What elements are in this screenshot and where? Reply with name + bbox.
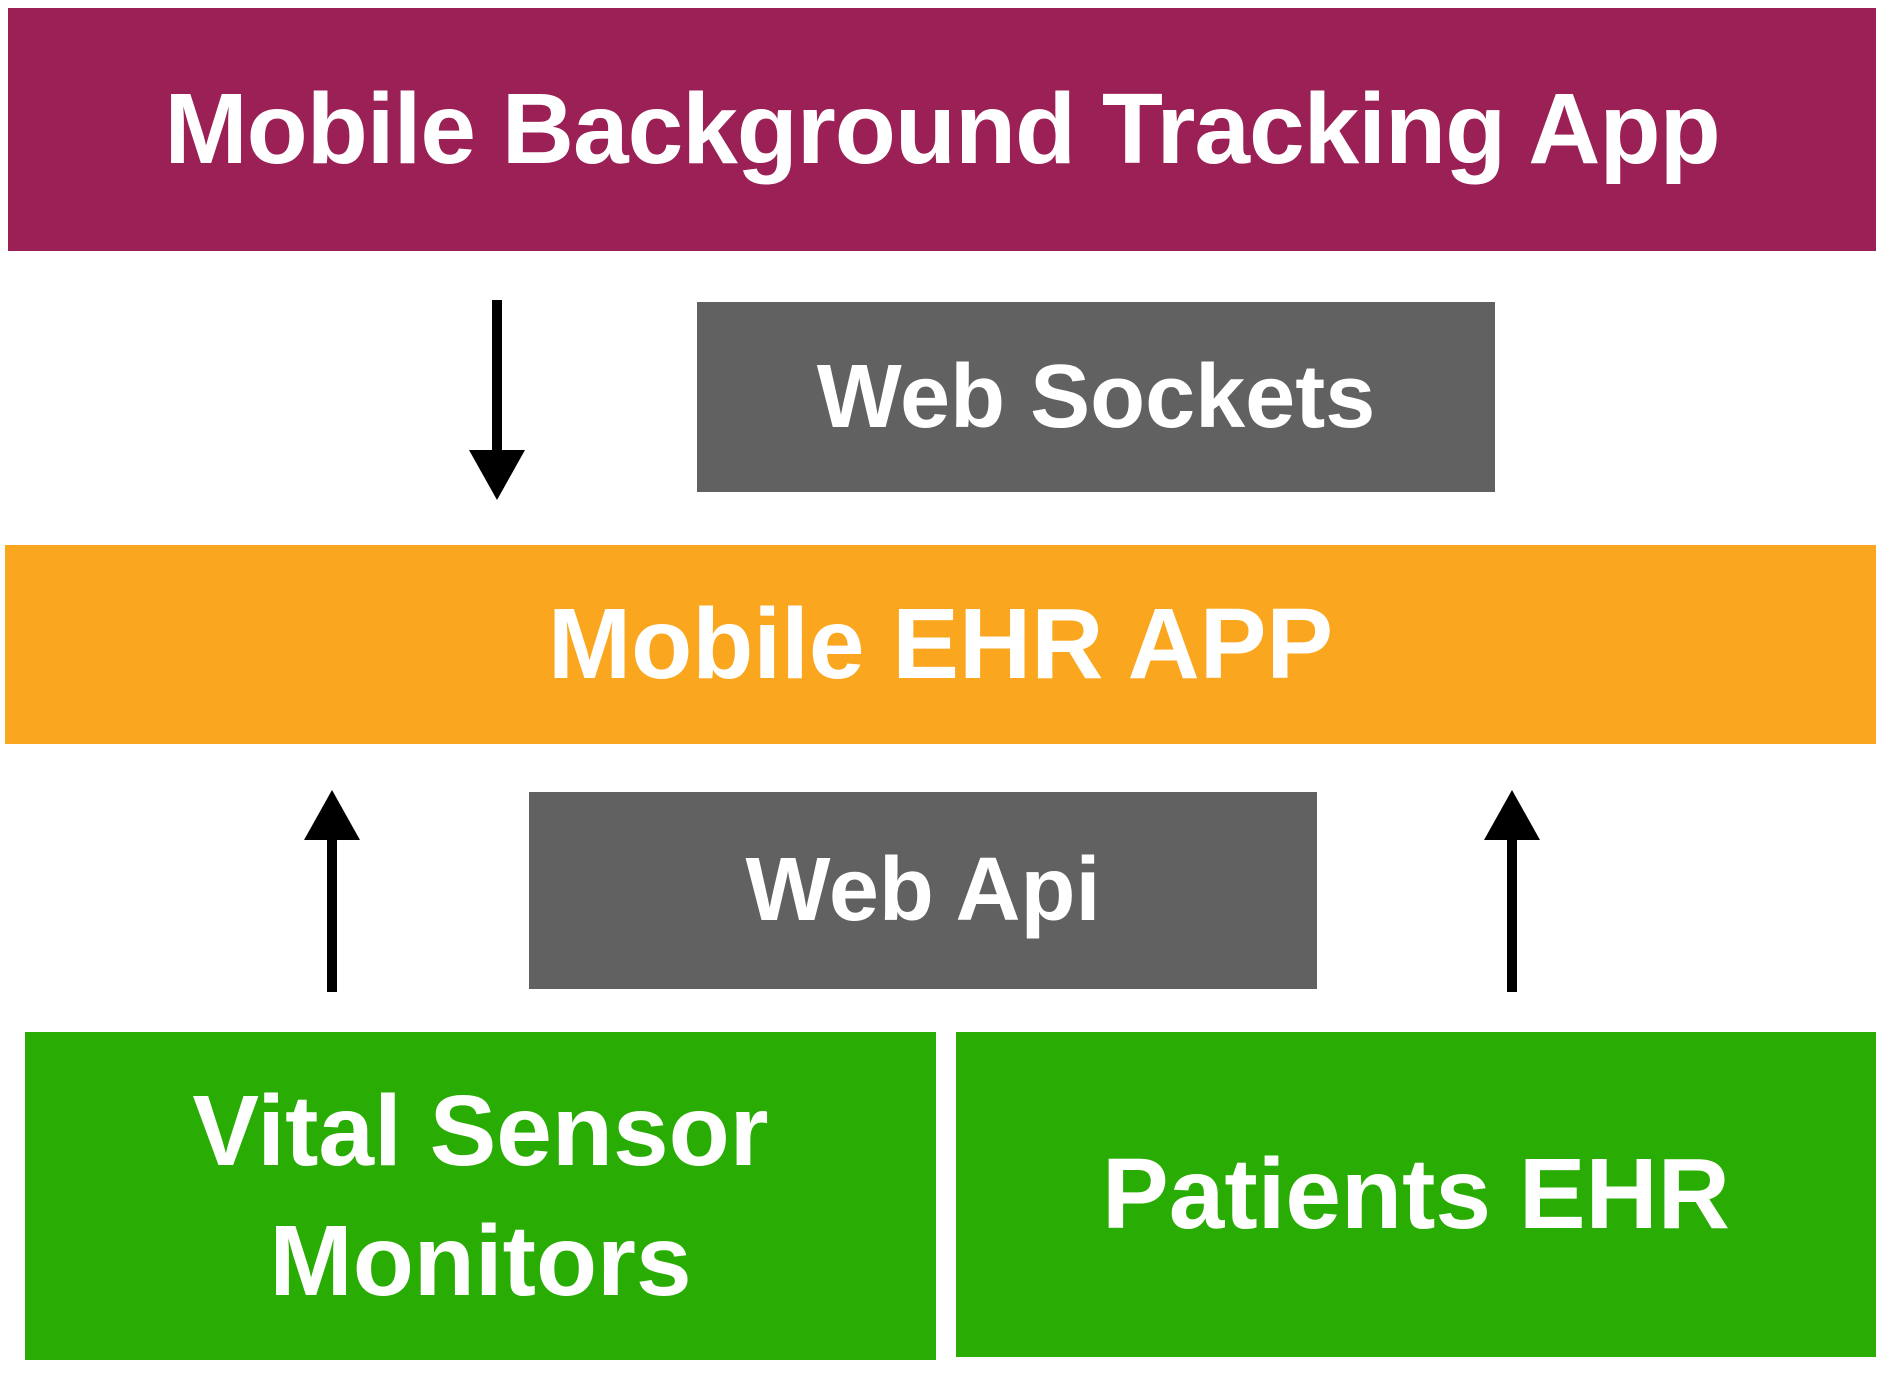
up-arrow-right-icon	[1484, 790, 1540, 992]
arrow-head	[304, 790, 360, 840]
node-web-sockets: Web Sockets	[697, 302, 1495, 492]
node-vital-sensor-monitors: Vital Sensor Monitors	[25, 1032, 936, 1360]
arrow-head	[1484, 790, 1540, 840]
arrow-head	[469, 450, 525, 500]
node-web-sockets-label: Web Sockets	[816, 346, 1376, 447]
node-mobile-background-tracking-app: Mobile Background Tracking App	[8, 8, 1876, 251]
node-mobile-ehr-app-label: Mobile EHR APP	[547, 588, 1334, 700]
arrow-shaft	[327, 840, 337, 992]
arrow-shaft	[492, 300, 502, 450]
node-web-api: Web Api	[529, 792, 1317, 989]
node-patients-ehr-label: Patients EHR	[1102, 1138, 1730, 1250]
node-web-api-label: Web Api	[745, 840, 1101, 940]
node-vital-sensor-monitors-label: Vital Sensor Monitors	[192, 1075, 769, 1317]
down-arrow-icon	[469, 300, 525, 500]
arrow-shaft	[1507, 840, 1517, 992]
node-patients-ehr: Patients EHR	[956, 1032, 1876, 1357]
up-arrow-left-icon	[304, 790, 360, 992]
node-mobile-background-tracking-app-label: Mobile Background Tracking App	[164, 73, 1720, 185]
node-mobile-ehr-app: Mobile EHR APP	[5, 545, 1876, 744]
